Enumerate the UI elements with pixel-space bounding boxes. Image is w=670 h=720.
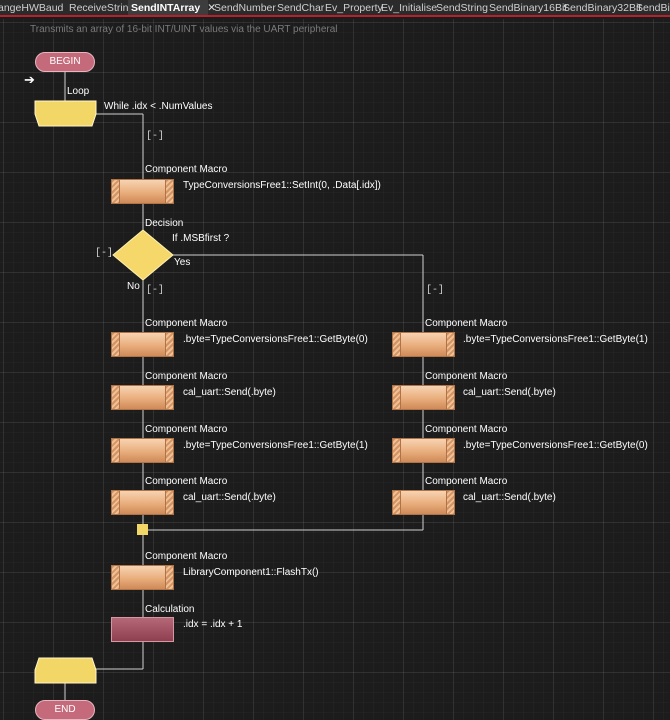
decision-yes-label: Yes <box>174 257 191 268</box>
collapse-toggle-decision[interactable]: [-] <box>95 248 114 259</box>
macro-call-text: cal_uart::Send(.byte) <box>463 387 556 398</box>
calculation-text: .idx = .idx + 1 <box>183 619 243 630</box>
component-macro-send[interactable] <box>111 385 174 410</box>
entry-arrow-icon: ➔ <box>24 72 35 87</box>
component-macro-getbyte[interactable] <box>392 332 455 357</box>
component-macro-getbyte[interactable] <box>392 438 455 463</box>
macro-call-text: .byte=TypeConversionsFree1::GetByte(0) <box>183 334 368 345</box>
flow-connector-lines <box>34 72 424 700</box>
macro-call-text: cal_uart::Send(.byte) <box>183 492 276 503</box>
component-macro-setint[interactable] <box>111 179 174 204</box>
tab-changehwbaud[interactable]: angeHWBaud <box>0 2 64 14</box>
tab-sendbinary32bit[interactable]: SendBinary32Bit <box>563 2 642 14</box>
tab-sendnumber[interactable]: SendNumber <box>214 2 276 14</box>
tab-sendintarray[interactable]: SendINTArray ✕ <box>128 0 216 15</box>
loop-start-shape <box>34 100 97 127</box>
tab-sendbina[interactable]: SendBina <box>636 2 670 14</box>
collapse-toggle-loop[interactable]: [-] <box>146 131 165 142</box>
macro-type-label: Component Macro <box>425 476 508 487</box>
component-macro-send[interactable] <box>392 385 455 410</box>
macro-tab-bar: angeHWBaud ReceiveString SendINTArray ✕ S… <box>0 0 670 17</box>
macro-call-text: TypeConversionsFree1::SetInt(0, .Data[.i… <box>183 180 381 191</box>
calculation-type-label: Calculation <box>145 604 195 615</box>
macro-call-text: cal_uart::Send(.byte) <box>183 387 276 398</box>
macro-call-text: .byte=TypeConversionsFree1::GetByte(1) <box>183 440 368 451</box>
macro-type-label: Component Macro <box>425 371 508 382</box>
tab-sendintarray-label: SendINTArray <box>131 2 201 14</box>
macro-type-label: Component Macro <box>145 164 228 175</box>
macro-type-label: Component Macro <box>425 424 508 435</box>
decision-type-label: Decision <box>145 218 184 229</box>
macro-call-text: .byte=TypeConversionsFree1::GetByte(1) <box>463 334 648 345</box>
tab-receivestring[interactable]: ReceiveString <box>69 2 135 14</box>
tab-sendbinary16bit[interactable]: SendBinary16Bit <box>489 2 568 14</box>
component-macro-flashtx[interactable] <box>111 565 174 590</box>
macro-call-text: LibraryComponent1::FlashTx() <box>183 567 319 578</box>
calculation-block[interactable] <box>111 617 174 642</box>
flowchart-canvas[interactable]: Transmits an array of 16-bit INT/UINT va… <box>0 19 670 720</box>
macro-type-label: Component Macro <box>145 424 228 435</box>
tab-ev-initialise[interactable]: Ev_Initialise <box>381 2 438 14</box>
decision-diamond <box>112 229 174 281</box>
macro-type-label: Component Macro <box>145 371 228 382</box>
loop-condition: While .idx < .NumValues <box>104 101 213 112</box>
component-macro-send[interactable] <box>392 490 455 515</box>
macro-type-label: Component Macro <box>145 318 228 329</box>
component-macro-send[interactable] <box>111 490 174 515</box>
component-macro-getbyte[interactable] <box>111 438 174 463</box>
macro-type-label: Component Macro <box>145 551 228 562</box>
collapse-toggle-yes-branch[interactable]: [-] <box>426 285 445 296</box>
macro-call-text: cal_uart::Send(.byte) <box>463 492 556 503</box>
macro-call-text: .byte=TypeConversionsFree1::GetByte(0) <box>463 440 648 451</box>
end-terminal[interactable]: END <box>35 700 95 720</box>
macro-type-label: Component Macro <box>425 318 508 329</box>
loop-type-label: Loop <box>67 86 90 97</box>
join-point <box>137 524 148 535</box>
tab-sendstring[interactable]: SendString <box>436 2 488 14</box>
tab-ev-property[interactable]: Ev_Property <box>325 2 383 14</box>
loop-end-shape <box>34 657 97 684</box>
macro-description: Transmits an array of 16-bit INT/UINT va… <box>30 24 338 35</box>
close-icon[interactable]: ✕ <box>207 2 217 14</box>
collapse-toggle-no-branch[interactable]: [-] <box>146 285 165 296</box>
decision-no-label: No <box>127 281 140 292</box>
tab-sendchar[interactable]: SendChar <box>277 2 325 14</box>
begin-terminal[interactable]: BEGIN <box>35 52 95 72</box>
component-macro-getbyte[interactable] <box>111 332 174 357</box>
decision-condition: If .MSBfirst ? <box>172 233 230 244</box>
macro-type-label: Component Macro <box>145 476 228 487</box>
